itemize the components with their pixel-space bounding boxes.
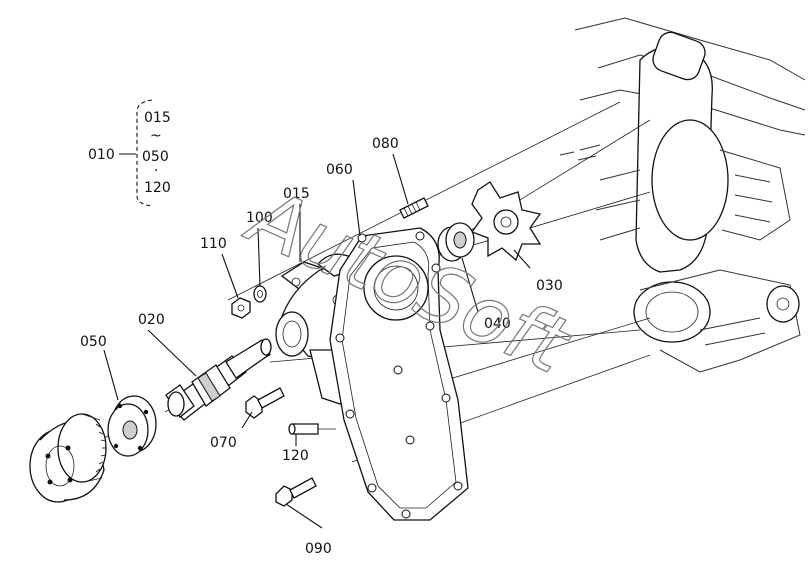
label-range-start: 015 xyxy=(144,110,171,126)
callout-leaders xyxy=(103,153,531,529)
label-range-mid: 050 xyxy=(142,149,169,165)
bolt-090 xyxy=(275,477,317,507)
label-060: 060 xyxy=(326,162,353,178)
label-080: 080 xyxy=(372,136,399,152)
label-015: 015 xyxy=(283,186,310,202)
label-range-sep: ~ xyxy=(150,128,162,144)
label-050: 050 xyxy=(80,334,107,350)
label-110: 110 xyxy=(200,236,227,252)
label-range-dot: · xyxy=(154,163,158,179)
label-020: 020 xyxy=(138,312,165,328)
group-bracket: 010 015 ~ 050 · 120 xyxy=(88,99,171,207)
impeller-030 xyxy=(470,181,542,262)
shaft-bearing-020 xyxy=(165,338,272,421)
label-030: 030 xyxy=(536,278,563,294)
gasket-060 xyxy=(329,227,469,521)
pulley-050 xyxy=(29,413,107,503)
label-040: 040 xyxy=(484,316,511,332)
label-070: 070 xyxy=(210,435,237,451)
label-120: 120 xyxy=(282,448,309,464)
label-090: 090 xyxy=(305,541,332,557)
bolt-070 xyxy=(245,387,285,419)
washer-100 xyxy=(253,285,267,303)
label-range-end: 120 xyxy=(144,180,171,196)
label-010: 010 xyxy=(88,147,115,163)
pin-120 xyxy=(288,423,336,435)
seal-040 xyxy=(437,222,475,262)
nut-110 xyxy=(231,297,251,319)
hub-flange-050 xyxy=(107,395,157,457)
engine-block xyxy=(559,17,806,373)
stud-080 xyxy=(399,197,429,219)
label-100: 100 xyxy=(246,210,273,226)
callout-labels: 015 020 030 040 050 060 070 080 090 100 … xyxy=(80,136,563,557)
